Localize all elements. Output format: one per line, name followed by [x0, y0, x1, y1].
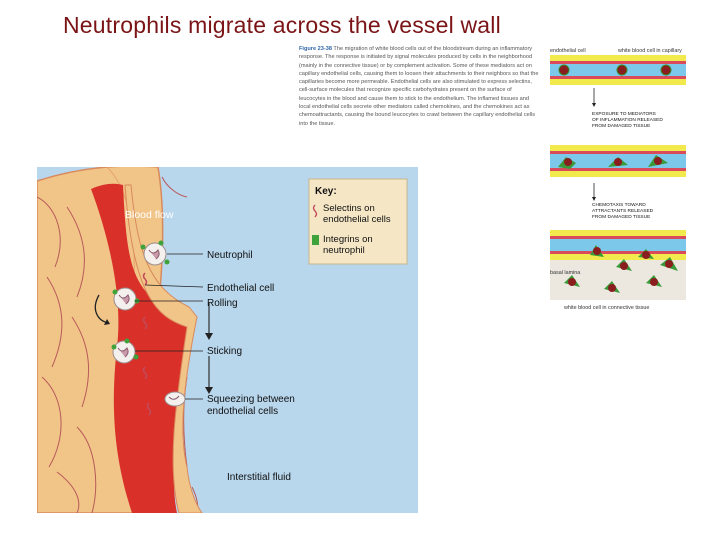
key-integrins-2: neutrophil — [323, 245, 365, 256]
step1-label-3: FROM DAMAGED TISSUE — [592, 123, 650, 129]
figure-caption: Figure 23-38 The migration of white bloo… — [299, 45, 539, 128]
basal-lamina-label: basal lamina — [550, 270, 580, 276]
neutrophil-label: Neutrophil — [207, 250, 253, 261]
migration-steps-figure: endothelial cell white blood cell in cap… — [550, 48, 686, 311]
key-integrins-1: Integrins on — [323, 234, 373, 245]
interstitial-fluid-label: Interstitial fluid — [227, 472, 291, 483]
tissue-cells — [37, 176, 199, 513]
key-selectin-icon — [312, 204, 318, 218]
squeezing-label-1: Squeezing between — [207, 394, 295, 405]
selectins — [142, 272, 152, 416]
step2-label-3: FROM DAMAGED TISSUE — [592, 214, 650, 220]
capillary-panel-2 — [550, 145, 686, 177]
key-box — [308, 178, 408, 265]
vessel-wall-right — [124, 184, 203, 513]
key-selectins-1: Selectins on — [323, 203, 375, 214]
key-title: Key: — [315, 186, 337, 197]
key-integrin-icon — [312, 235, 319, 245]
endothelial-cell-label: Endothelial cell — [207, 283, 274, 294]
sticking-label: Sticking — [207, 346, 242, 357]
endothelial-cell-side-label: endothelial cell — [550, 48, 586, 54]
wbc-capillary-label: white blood cell in capillary — [617, 48, 682, 54]
step1-label-1: EXPOSURE TO MEDIATORS — [592, 111, 656, 117]
neutrophil-3 — [112, 340, 136, 364]
integrins — [111, 240, 170, 360]
blood-lumen — [91, 183, 187, 513]
step1-label-2: OF INFLAMMATION RELEASED — [592, 117, 663, 123]
vessel-illustration: Key: Selectins on endothelial cells Inte… — [37, 167, 418, 513]
key-selectins-2: endothelial cells — [323, 214, 391, 225]
wbc-connective-label: white blood cell in connective tissue — [563, 305, 649, 311]
caption-text: The migration of white blood cells out o… — [299, 46, 539, 127]
slide-title: Neutrophils migrate across the vessel wa… — [63, 12, 501, 38]
step2-label-1: CHEMOTAXIS TOWARD — [592, 202, 646, 208]
step-arrowhead-2 — [205, 387, 213, 394]
step-arrowhead-1 — [205, 333, 213, 340]
figure-label: Figure 23-38 — [299, 46, 332, 52]
capillary-panel-3 — [550, 230, 686, 300]
rolling-arrowhead — [104, 319, 110, 325]
rolling-label: Rolling — [207, 298, 238, 309]
step2-label-2: ATTRACTANTS RELEASED — [592, 208, 654, 214]
blood-flow-label: Blood flow — [125, 209, 174, 221]
side-arrowhead-1 — [592, 103, 596, 107]
capillary-panel-1 — [550, 55, 686, 85]
leader-lines — [135, 253, 204, 400]
neutrophil-1 — [143, 242, 167, 266]
neutrophil-squeezing — [164, 391, 186, 407]
side-arrowhead-2 — [592, 197, 596, 201]
squeezing-label-2: endothelial cells — [207, 406, 278, 417]
